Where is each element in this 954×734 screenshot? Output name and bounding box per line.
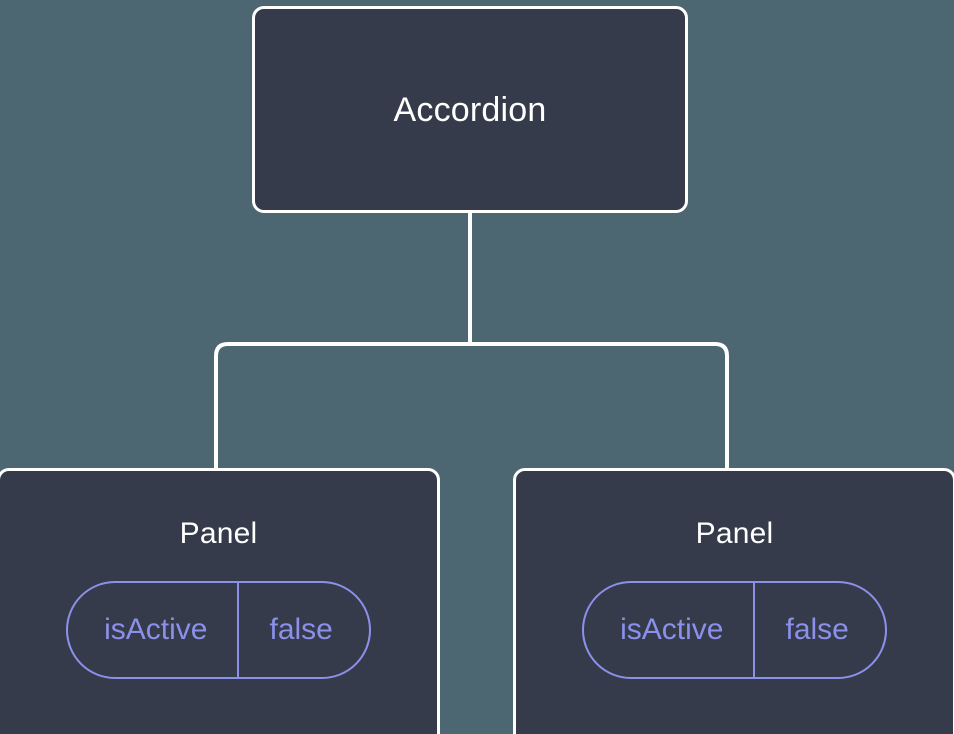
state-pill-0-key: isActive bbox=[104, 613, 208, 646]
node-panel-0-title: Panel bbox=[179, 517, 258, 550]
node-accordion-title: Accordion bbox=[393, 90, 547, 129]
edge-branch-bar bbox=[214, 342, 729, 468]
state-pill-0-value: false bbox=[237, 583, 368, 677]
node-panel-1[interactable]: Panel isActive false bbox=[513, 468, 954, 734]
node-panel-0[interactable]: Panel isActive false bbox=[0, 468, 440, 734]
state-pill-1-key: isActive bbox=[620, 613, 724, 646]
state-pill-1-value: false bbox=[753, 583, 884, 677]
node-accordion[interactable]: Accordion bbox=[252, 6, 688, 213]
state-pill-0[interactable]: isActive false bbox=[66, 581, 371, 679]
state-pill-1[interactable]: isActive false bbox=[582, 581, 887, 679]
node-panel-1-title: Panel bbox=[695, 517, 774, 550]
